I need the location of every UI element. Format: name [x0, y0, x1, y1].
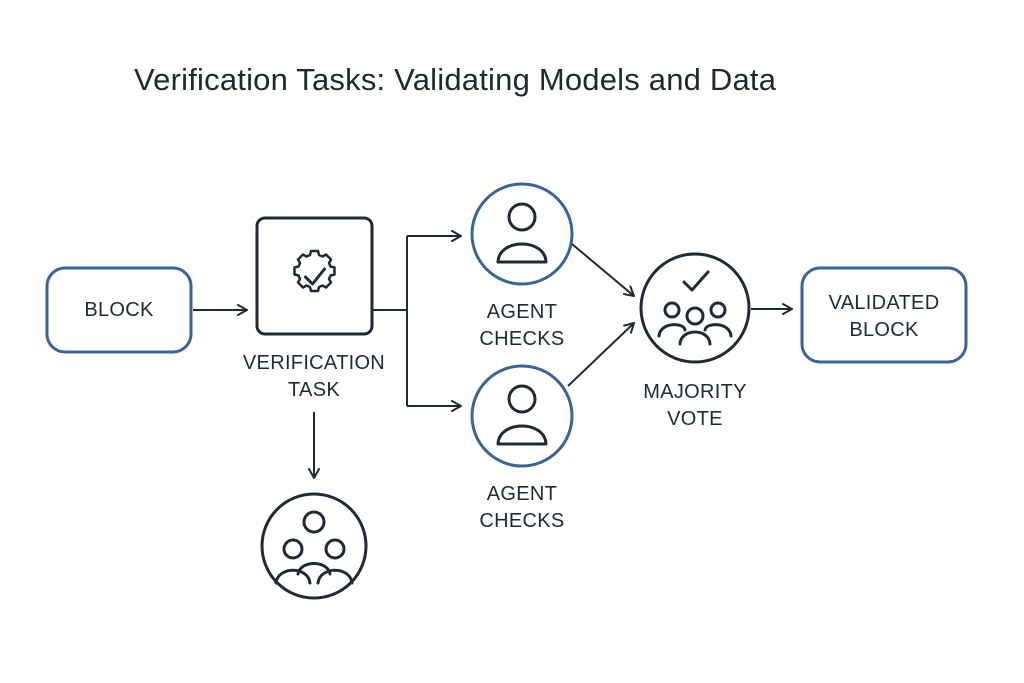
block-node [45, 266, 193, 354]
verification-task-label: VERIFICATION TASK [224, 350, 404, 404]
person-icon-bottom [496, 384, 548, 446]
majority-vote-label-line2: VOTE [667, 408, 723, 430]
branch-connector [373, 236, 408, 406]
validated-block-node [800, 266, 968, 364]
arrow-agent-top-to-vote [571, 243, 635, 297]
agent-top-node [470, 182, 574, 286]
person-icon-top [496, 202, 548, 264]
agent-bottom-label-line1: AGENT [486, 483, 558, 505]
verification-task-node [255, 216, 374, 336]
arrow-agent-bottom-to-vote [567, 322, 635, 387]
validated-block-label-line2: BLOCK [849, 319, 919, 341]
agent-top-label-line2: CHECKS [479, 328, 565, 350]
group-check-icon [657, 270, 733, 346]
majority-vote-label-line1: MAJORITY [643, 381, 747, 403]
majority-vote-label: MAJORITY VOTE [625, 379, 765, 433]
agent-bottom-label: AGENT CHECKS [462, 481, 582, 535]
agent-bottom-label-line2: CHECKS [479, 510, 565, 532]
verification-task-label-line1: VERIFICATION [242, 352, 386, 374]
diagram-title: Verification Tasks: Validating Models an… [134, 62, 777, 97]
agent-bottom-node [470, 364, 574, 468]
agent-top-label: AGENT CHECKS [462, 299, 582, 353]
validated-block-label: VALIDATED BLOCK [802, 290, 966, 344]
agent-top-label-line1: AGENT [486, 301, 558, 323]
verification-task-label-line2: TASK [288, 379, 340, 401]
gear-check-icon [293, 249, 336, 293]
group-icon [274, 510, 354, 585]
validated-block-label-line1: VALIDATED [828, 292, 940, 314]
block-label: BLOCK [84, 299, 154, 321]
